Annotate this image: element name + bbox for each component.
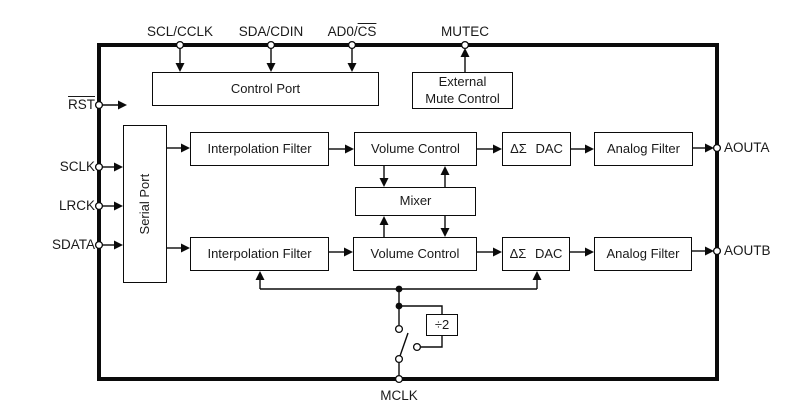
pin-label-aouta: AOUTA [724, 140, 770, 155]
wire-serial-to-if-a [167, 143, 190, 153]
pin-aoutb [712, 246, 722, 256]
switch-common-contact [394, 354, 404, 364]
block-control-port: Control Port [152, 72, 379, 106]
wire-vc-a-to-mixer [379, 166, 389, 187]
wire-mixer-to-vc-b [440, 216, 450, 237]
block-interpolation-filter-a: Interpolation Filter [190, 132, 329, 166]
block-delta-sigma-dac-b: ΔΣ DAC [502, 237, 570, 271]
block-serial-port: Serial Port [123, 125, 167, 283]
wire-mutec [460, 48, 470, 72]
pin-sdata [94, 240, 104, 250]
pin-mclk [394, 374, 404, 384]
wire-af-b-to-aoutb [692, 246, 714, 256]
wire-sdata [101, 240, 123, 250]
block-delta-sigma-dac-a: ΔΣ DAC [502, 132, 571, 166]
pin-label-sda-cdin: SDA/CDIN [238, 24, 304, 39]
wire-vc-a-to-dac-a [477, 144, 502, 154]
ad0-label-plain: AD0/ [327, 24, 358, 39]
wire-lrck [101, 201, 123, 211]
serial-port-label: Serial Port [136, 173, 152, 235]
pin-label-rst: RST [35, 97, 95, 113]
switch-throw-div2-contact [412, 342, 422, 352]
pin-rst [94, 100, 104, 110]
block-analog-filter-b: Analog Filter [594, 237, 692, 271]
pin-label-aoutb: AOUTB [724, 243, 771, 258]
pin-lrck [94, 201, 104, 211]
cs-label-overline: CS [357, 24, 377, 39]
wire-if-a-to-vc-a [329, 144, 354, 154]
block-volume-control-b: Volume Control [353, 237, 477, 271]
pin-label-sdata: SDATA [51, 237, 95, 252]
pin-ad0-cs [347, 40, 357, 50]
pin-label-lrck: LRCK [58, 198, 95, 213]
pin-circles [94, 40, 722, 384]
block-external-mute-control: External Mute Control [412, 72, 513, 109]
pin-label-ad0-cs: AD0/CS [292, 24, 412, 40]
pin-sda-cdin [266, 40, 276, 50]
wire-serial-to-if-b [167, 243, 190, 253]
chip-outline [97, 43, 719, 381]
wire-sclk [101, 162, 123, 172]
wire-vc-b-to-mixer [379, 216, 389, 237]
wire-scl-cclk [175, 48, 185, 72]
wire-vc-b-to-dac-b [477, 247, 502, 257]
switch-throw-direct-contact [394, 324, 404, 334]
wire-rst [101, 100, 127, 110]
pin-aouta [712, 143, 722, 153]
block-mixer: Mixer [355, 187, 476, 216]
wire-mixer-to-vc-a [440, 166, 450, 187]
pin-sclk [94, 162, 104, 172]
block-analog-filter-a: Analog Filter [594, 132, 693, 166]
wire-dac-a-to-af-a [571, 144, 594, 154]
pin-mutec [460, 40, 470, 50]
block-volume-control-a: Volume Control [354, 132, 477, 166]
rst-label-overline: RST [68, 97, 95, 112]
pin-label-sclk: SCLK [59, 159, 95, 174]
wire-sda-cdin [266, 48, 276, 72]
wire-af-a-to-aouta [693, 143, 714, 153]
wire-clock-switch [394, 289, 443, 376]
wire-dac-b-to-af-b [570, 247, 594, 257]
block-interpolation-filter-b: Interpolation Filter [190, 237, 329, 271]
pin-label-mclk: MCLK [380, 388, 418, 403]
wire-if-b-to-vc-b [329, 247, 353, 257]
pin-scl-cclk [175, 40, 185, 50]
pin-label-mutec: MUTEC [441, 24, 489, 39]
wire-ad0-cs [347, 48, 357, 72]
block-divide-by-2: ÷2 [426, 314, 458, 336]
pin-label-scl-cclk: SCL/CCLK [146, 24, 214, 39]
